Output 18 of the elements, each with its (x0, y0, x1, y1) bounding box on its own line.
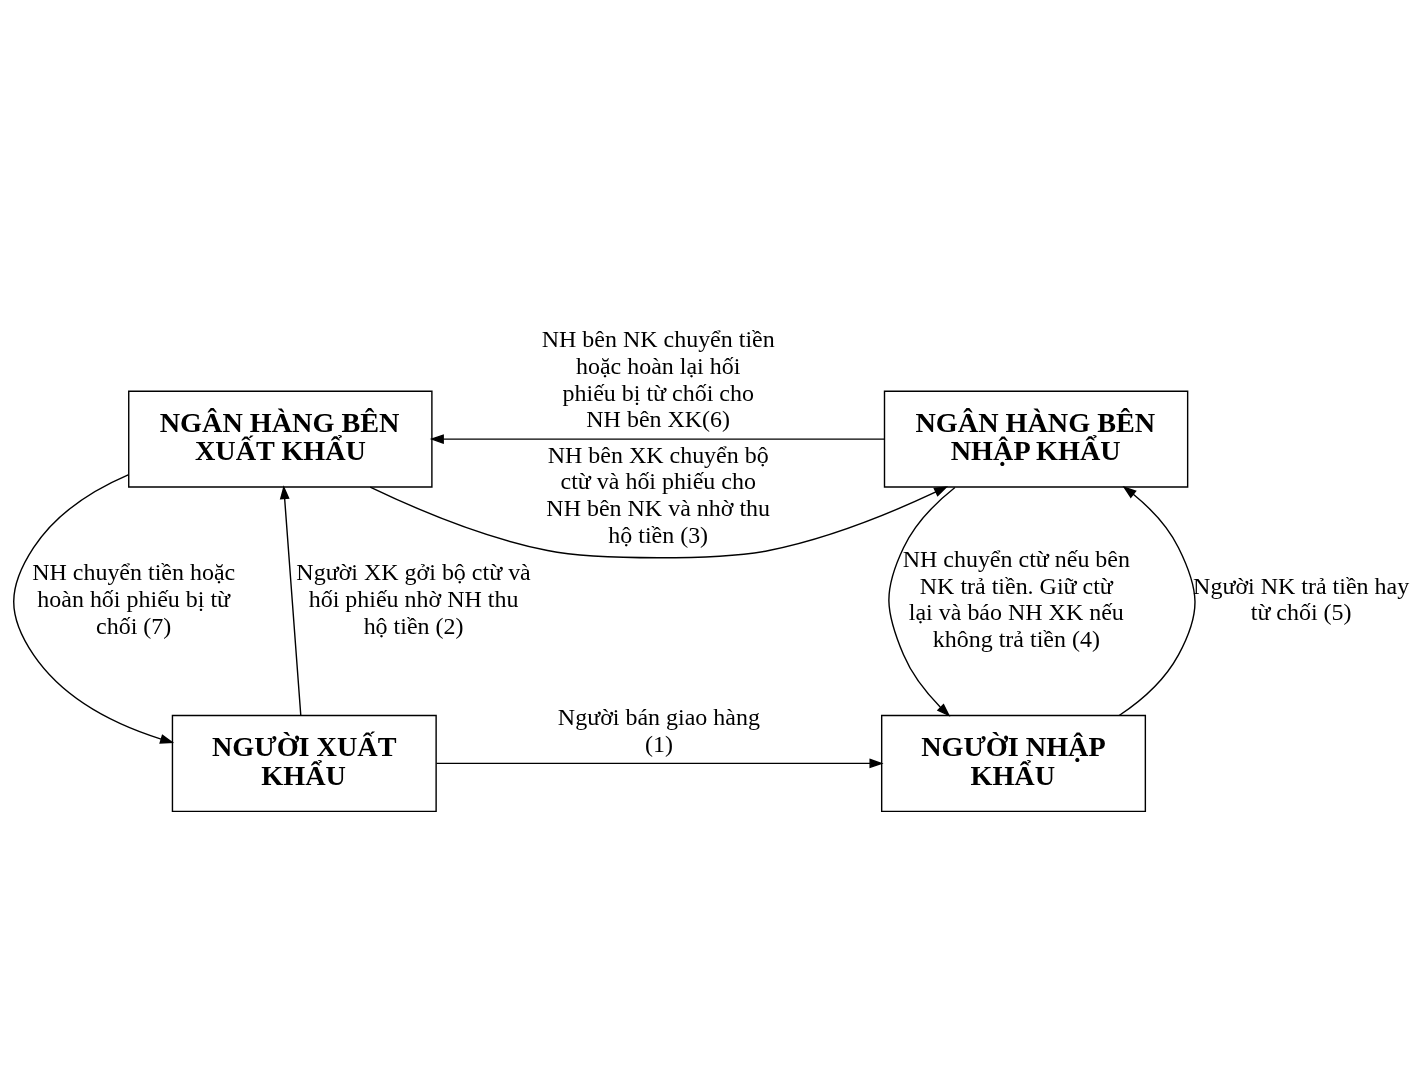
edge-label: Người bán giao hàng (1) (557, 703, 760, 757)
edge-label: NH chuyển ctừ nếu bên NK trả tiền. Giữ ctừ lại và báo NH XK nếu không trả tiền (4) (902, 545, 1130, 653)
arrow (369, 486, 949, 559)
edge-label: NH chuyển tiền hoặc hoàn hối phiếu bị từ chối (7) (32, 559, 236, 639)
arrow (279, 485, 302, 716)
node-box: NGƯỜI XUẤT KHẨU (171, 714, 437, 813)
node-box: NGÂN HÀNG BÊN XUẤT KHẨU (128, 390, 433, 488)
arrow (888, 486, 956, 717)
edge-label: NH bên XK chuyển bộ ctừ và hối phiếu cho NH bên NK và nhờ thu hộ tiền (3) (546, 441, 771, 548)
arrow (13, 474, 175, 744)
arrow (429, 434, 885, 445)
edge-label: Người NK trả tiền hay từ chối (5) (1193, 572, 1410, 626)
node-box: NGƯỜI NHẬP KHẨU (880, 714, 1147, 813)
edge-label: NH bên NK chuyển tiền hoặc hoàn lại hối phiếu bị từ chối cho NH bên XK(6) (541, 325, 775, 433)
edge-label: Người XK gởi bộ ctừ và hối phiếu nhờ NH thu hộ tiền (2) (296, 559, 531, 639)
node-box: NGÂN HÀNG BÊN NHẬP KHẨU (883, 390, 1189, 488)
arrow (435, 758, 884, 769)
arrow (1118, 485, 1196, 717)
